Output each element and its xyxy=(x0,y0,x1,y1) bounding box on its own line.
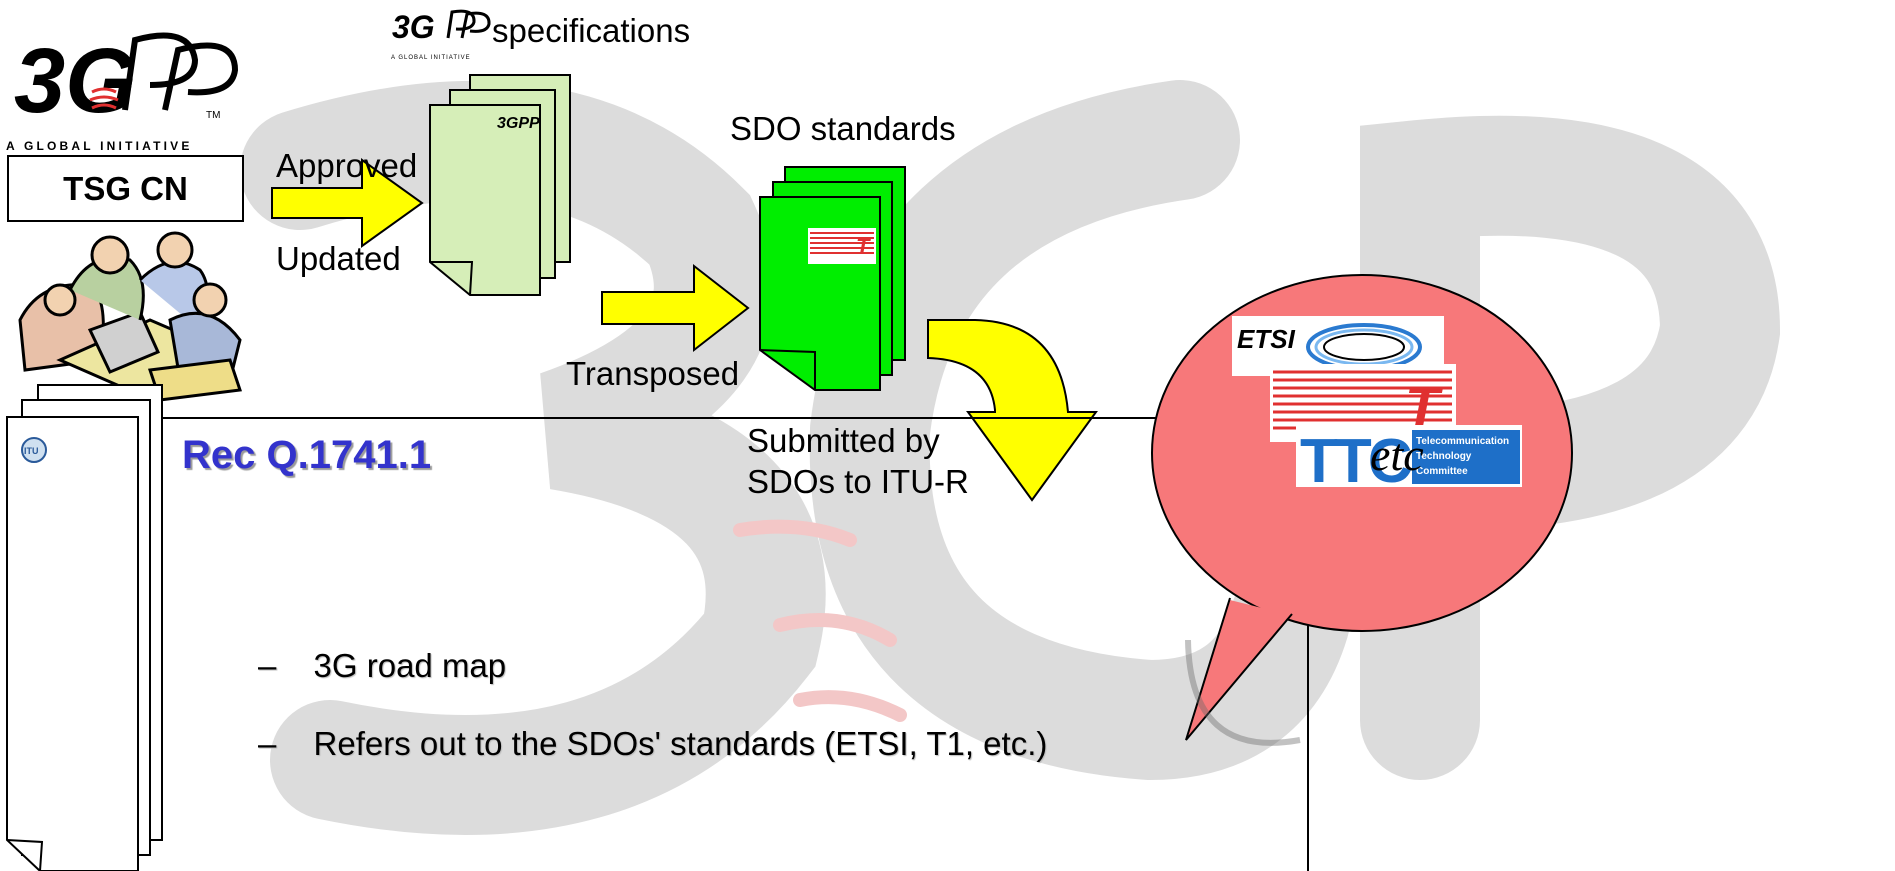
svg-text:3G: 3G xyxy=(392,9,435,45)
sdo-doc-t1-logo: T xyxy=(808,228,876,264)
specs-header-logo: 3G A GLOBAL INITIATIVE xyxy=(391,9,491,61)
approved-label: Approved xyxy=(276,147,418,184)
bullet-text: 3G road map xyxy=(313,647,507,684)
svg-text:TTC: TTC xyxy=(1300,427,1412,496)
svg-text:ETSI: ETSI xyxy=(1237,324,1296,354)
svg-text:Telecommunication: Telecommunication xyxy=(1416,436,1509,447)
rec-bullet-2: – Refers out to the SDOs' standards (ETS… xyxy=(258,725,1047,763)
sdo-standards-label: SDO standards xyxy=(730,110,956,147)
3gpp-logo-waves xyxy=(89,87,119,110)
3gpp-logo-3g: 3G xyxy=(14,30,137,132)
etc-label: etc xyxy=(1370,429,1424,480)
svg-text:Technology: Technology xyxy=(1416,451,1472,462)
updated-label: Updated xyxy=(276,240,401,277)
specifications-label: specifications xyxy=(492,12,691,49)
specifications-docs: 3GPP xyxy=(429,74,571,296)
itu-icon xyxy=(21,437,47,463)
bullet-dash: – xyxy=(258,725,277,762)
sdo-docs: T xyxy=(759,166,906,391)
rec-bullet-1: – 3G road map xyxy=(258,647,506,685)
transpose-arrow xyxy=(601,263,750,353)
watermark-waves xyxy=(733,519,907,722)
3gpp-logo: 3G TM A GLOBAL INITIATIVE xyxy=(6,30,239,153)
svg-text:T: T xyxy=(856,234,871,259)
bullet-text: Refers out to the SDOs' standards (ETSI,… xyxy=(313,725,1048,762)
bullet-dash: – xyxy=(258,647,277,684)
tm-mark: TM xyxy=(206,110,220,121)
submitted-label-line1: Submitted by xyxy=(747,422,940,459)
approve-arrow xyxy=(271,158,424,248)
submit-arrow xyxy=(927,319,1098,502)
tsg-cn-label: TSG CN xyxy=(63,169,188,207)
meeting-clipart xyxy=(18,231,243,402)
submitted-label-line2: SDOs to ITU-R xyxy=(747,463,969,500)
rec-title: Rec Q.1741.1 xyxy=(182,433,432,477)
svg-text:Committee: Committee xyxy=(1416,466,1468,477)
itu-docs: ITU xyxy=(6,384,163,871)
specs-doc-mini-logo: 3GPP xyxy=(497,115,540,132)
transposed-label: Transposed xyxy=(566,355,740,392)
ttc-logo: TTC Telecommunication Technology Committ… xyxy=(1296,425,1522,496)
svg-text:A GLOBAL INITIATIVE: A GLOBAL INITIATIVE xyxy=(391,55,471,61)
svg-text:ITU: ITU xyxy=(24,446,39,456)
tsg-cn-box: TSG CN xyxy=(7,155,244,222)
logo-tagline: A GLOBAL INITIATIVE xyxy=(6,139,193,153)
3gpp-logo-pp xyxy=(122,32,239,111)
